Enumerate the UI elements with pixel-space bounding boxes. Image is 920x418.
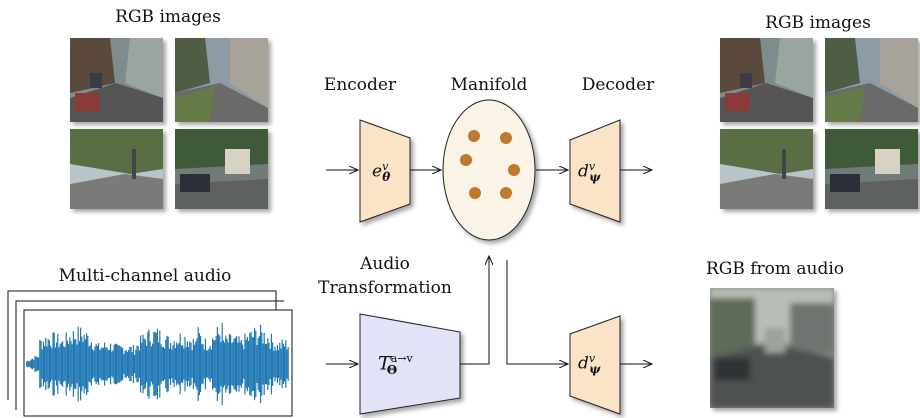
manifold-dot [508, 164, 520, 176]
manifold-ellipse [442, 99, 536, 241]
rgb-image-right-1 [720, 38, 813, 122]
arrow-transformation-manifold [460, 256, 489, 365]
rgb-images-right-label: RGB images [765, 13, 871, 33]
rgb-images-left-label: RGB images [115, 7, 221, 27]
decoder-symbol-bottom: dvψ [578, 352, 601, 377]
arrow-manifold-decoder-bottom [506, 260, 568, 364]
encoder-symbol: evθ [372, 160, 391, 185]
transformation-symbol: Ta→vΘ [378, 352, 413, 378]
audio-channel-frame-mid [15, 300, 284, 410]
decoder-symbol-top: dvψ [578, 160, 601, 185]
manifold-dot [469, 187, 481, 199]
audio-transformation-label-line2: Transformation [318, 278, 452, 298]
manifold-dot [500, 187, 512, 199]
manifold-dot [500, 132, 512, 144]
rgb-image-left-3 [70, 129, 163, 209]
decoder-label: Decoder [581, 75, 655, 95]
rgb-image-left-2 [175, 38, 268, 122]
rgb-image-right-2 [825, 38, 918, 122]
manifold-dot [468, 130, 480, 142]
audio-transformation-block [359, 313, 461, 415]
multichannel-audio-label: Multi-channel audio [58, 266, 232, 286]
rgb-from-audio-label: RGB from audio [705, 259, 845, 279]
encoder-block [359, 119, 411, 223]
rgb-from-audio-image [710, 288, 834, 408]
audio-waveform [26, 322, 289, 406]
encoder-label: Encoder [323, 75, 397, 95]
rgb-image-left-4 [175, 129, 268, 209]
rgb-image-right-4 [825, 129, 918, 209]
rgb-image-right-3 [720, 129, 813, 209]
decoder-block-bottom [569, 315, 621, 415]
rgb-image-left-1 [70, 38, 163, 122]
manifold-dot [460, 154, 472, 166]
manifold-label: Manifold [450, 75, 528, 95]
decoder-block-top [569, 119, 621, 223]
audio-transformation-label-line1: Audio [360, 254, 410, 274]
